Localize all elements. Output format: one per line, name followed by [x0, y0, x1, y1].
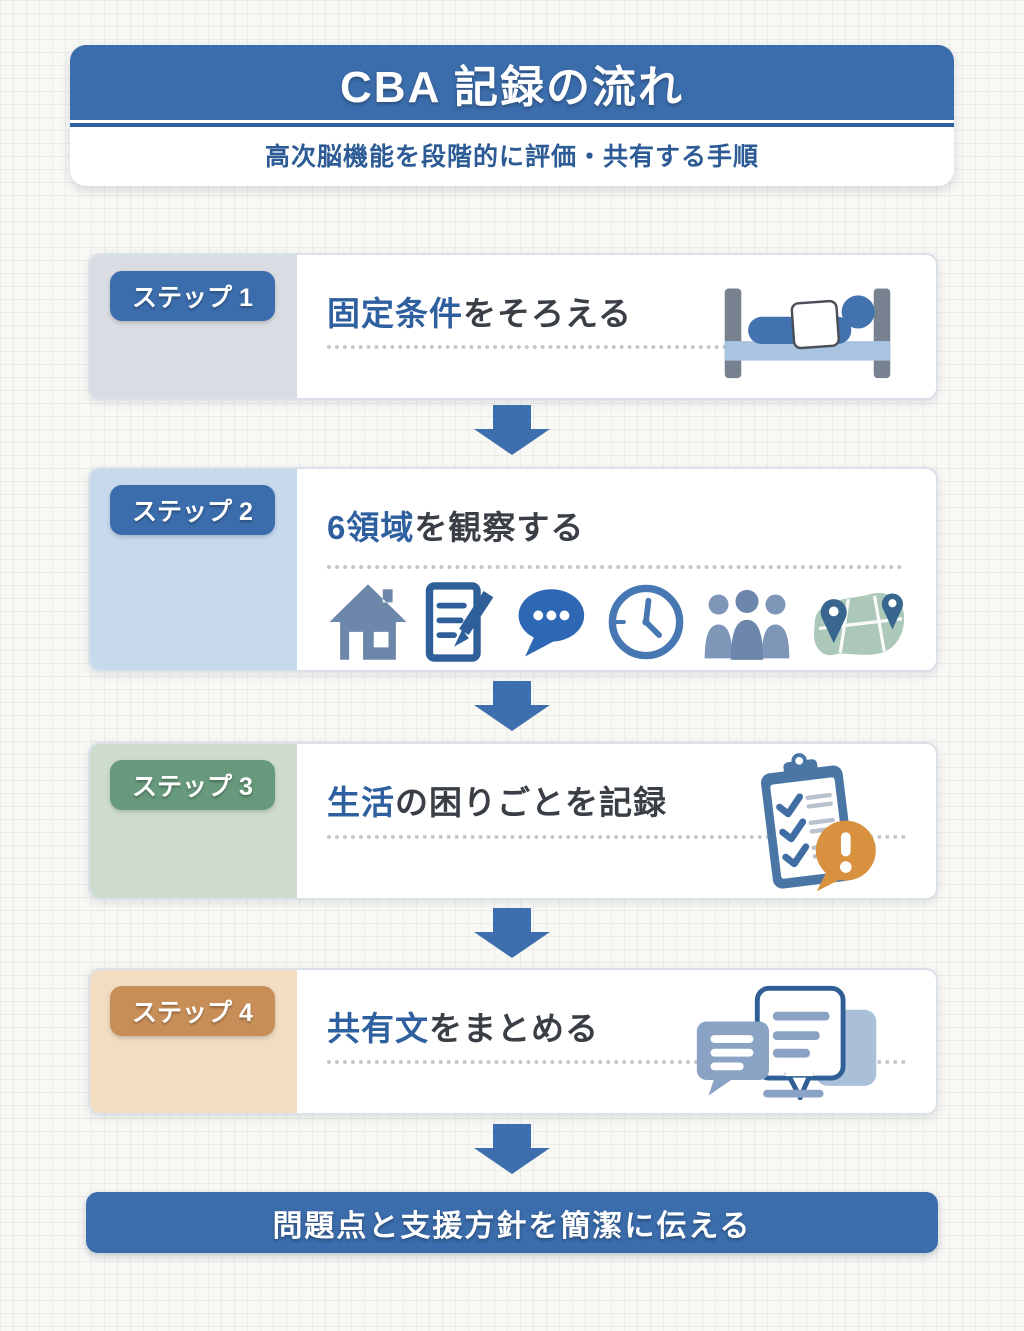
step-3-panel: ステップ 3	[90, 744, 297, 898]
dotted-divider	[327, 345, 727, 349]
domain-icon-row	[327, 581, 912, 663]
step-1-title-highlight: 固定条件	[327, 295, 463, 332]
people-icon	[704, 589, 789, 660]
step-3-title-highlight: 生活	[327, 784, 395, 821]
step-2-badge: ステップ 2	[110, 485, 275, 535]
clipboard-alert-icon	[761, 753, 876, 892]
step-1-title: 固定条件をそろえる	[327, 287, 632, 335]
down-arrow-icon	[474, 908, 550, 958]
step-4-body: 共有文をまとめる	[297, 970, 936, 1113]
down-arrow-icon	[474, 1124, 550, 1174]
bed-icon	[724, 288, 891, 379]
page-title: CBA 記録の流れ	[340, 62, 684, 112]
step-card-1: ステップ 1 固定条件をそろえる	[88, 253, 938, 400]
step-4-title: 共有文をまとめる	[327, 1002, 599, 1050]
down-arrow-icon	[474, 405, 550, 455]
step-4-panel: ステップ 4	[90, 970, 297, 1113]
down-arrow-icon	[474, 681, 550, 731]
note-pencil-icon	[426, 582, 494, 662]
clock-icon	[608, 584, 684, 660]
footer-text: 問題点と支援方針を簡潔に伝える	[272, 1209, 752, 1243]
header-banner: CBA 記録の流れ	[70, 45, 954, 123]
step-3-title: 生活の困りごとを記録	[327, 776, 667, 824]
step-1-panel: ステップ 1	[90, 255, 297, 398]
footer-banner: 問題点と支援方針を簡潔に伝える	[86, 1192, 938, 1253]
header-subtitle-area: 高次脳機能を段階的に評価・共有する手順	[70, 127, 954, 183]
step-1-badge: ステップ 1	[110, 271, 275, 321]
dotted-divider	[327, 1060, 906, 1064]
step-4-title-rest: をまとめる	[429, 1010, 599, 1047]
house-icon	[329, 584, 407, 660]
page-subtitle: 高次脳機能を段階的に評価・共有する手順	[264, 143, 759, 171]
chat-bubbles-icon	[696, 985, 877, 1100]
step-card-4: ステップ 4 共有文をまとめる	[88, 968, 938, 1115]
step-card-3: ステップ 3 生活の困りごとを記録	[88, 742, 938, 900]
step-3-body: 生活の困りごとを記録	[297, 744, 936, 898]
step-2-title: 6領域を観察する	[327, 501, 584, 549]
step-4-title-highlight: 共有文	[327, 1010, 429, 1047]
step-3-title-rest: の困りごとを記録	[395, 784, 667, 821]
step-2-panel: ステップ 2	[90, 469, 297, 670]
header-divider	[70, 123, 954, 127]
speech-bubble-icon	[518, 589, 584, 657]
dotted-divider	[327, 835, 906, 839]
map-pins-icon	[813, 593, 905, 656]
step-2-title-rest: を観察する	[414, 509, 585, 546]
step-1-body: 固定条件をそろえる	[297, 255, 936, 398]
dotted-divider	[327, 565, 902, 569]
step-4-badge: ステップ 4	[110, 986, 275, 1036]
step-2-body: 6領域を観察する	[297, 469, 936, 670]
step-2-title-highlight: 6領域	[327, 509, 415, 546]
step-1-title-rest: をそろえる	[463, 295, 633, 332]
header-card: CBA 記録の流れ 高次脳機能を段階的に評価・共有する手順	[70, 45, 954, 186]
step-3-badge: ステップ 3	[110, 760, 275, 810]
step-card-2: ステップ 2 6領域を観察する	[88, 467, 938, 672]
